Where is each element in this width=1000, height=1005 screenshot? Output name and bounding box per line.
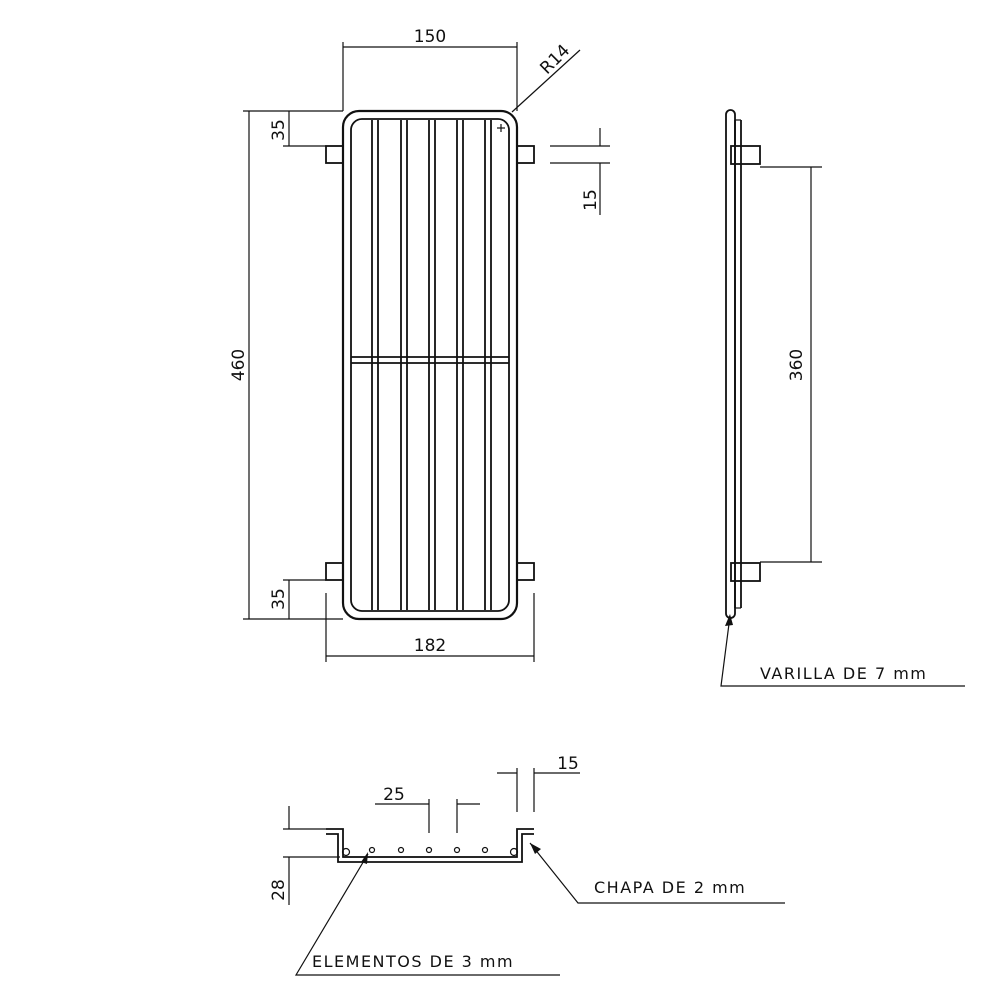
tab-top-right [516,145,535,164]
tab-bottom-right [516,562,535,581]
note-rod-label: VARILLA DE 7 mm [760,664,927,683]
tab-top-left [325,145,344,164]
side-rod [725,109,736,619]
dim-section-spacing-label: 25 [383,785,405,805]
side-tab-bottom [730,562,761,582]
dim-overall-height: 460 [229,110,343,620]
dim-bottom-width: 182 [325,593,535,662]
dim-tab-height: 15 [550,128,610,215]
dim-side-span: 360 [760,166,822,563]
note-sheet-label: CHAPA DE 2 mm [594,878,746,897]
side-tab-top [730,145,761,165]
dim-bottom-offset-label: 35 [269,588,289,610]
dim-section-depth: 28 [269,806,340,905]
dim-tab-height-label: 15 [581,189,601,211]
dim-top-width: 150 [342,27,518,111]
section-view [326,828,534,863]
grate-vertical-bars [371,120,492,610]
dim-side-span-label: 360 [787,349,807,381]
dim-top-width-label: 150 [414,27,446,47]
dim-top-offset-label: 35 [269,119,289,141]
grate-outer-frame [341,109,519,621]
dim-section-spacing: 25 [375,785,480,833]
dim-section-tab-label: 15 [557,754,579,774]
section-profile-inner [326,833,534,863]
dim-top-offset: 35 [269,111,326,147]
tab-bottom-left [325,562,344,581]
note-elements: ELEMENTOS DE 3 mm [294,852,560,976]
dim-bottom-width-label: 182 [414,636,446,656]
side-view [725,109,761,619]
dim-radius-label: R14 [536,41,574,79]
note-elements-label: ELEMENTOS DE 3 mm [312,952,514,971]
dim-overall-height-label: 460 [229,349,249,381]
front-view [325,109,535,621]
note-rod: VARILLA DE 7 mm [720,614,965,687]
note-sheet: CHAPA DE 2 mm [529,842,785,904]
grate-inner-frame [350,118,510,612]
dim-bottom-offset: 35 [269,579,326,619]
dim-section-depth-label: 28 [269,879,289,901]
dim-radius: R14 [511,41,581,113]
dim-section-tab: 15 [497,754,580,812]
